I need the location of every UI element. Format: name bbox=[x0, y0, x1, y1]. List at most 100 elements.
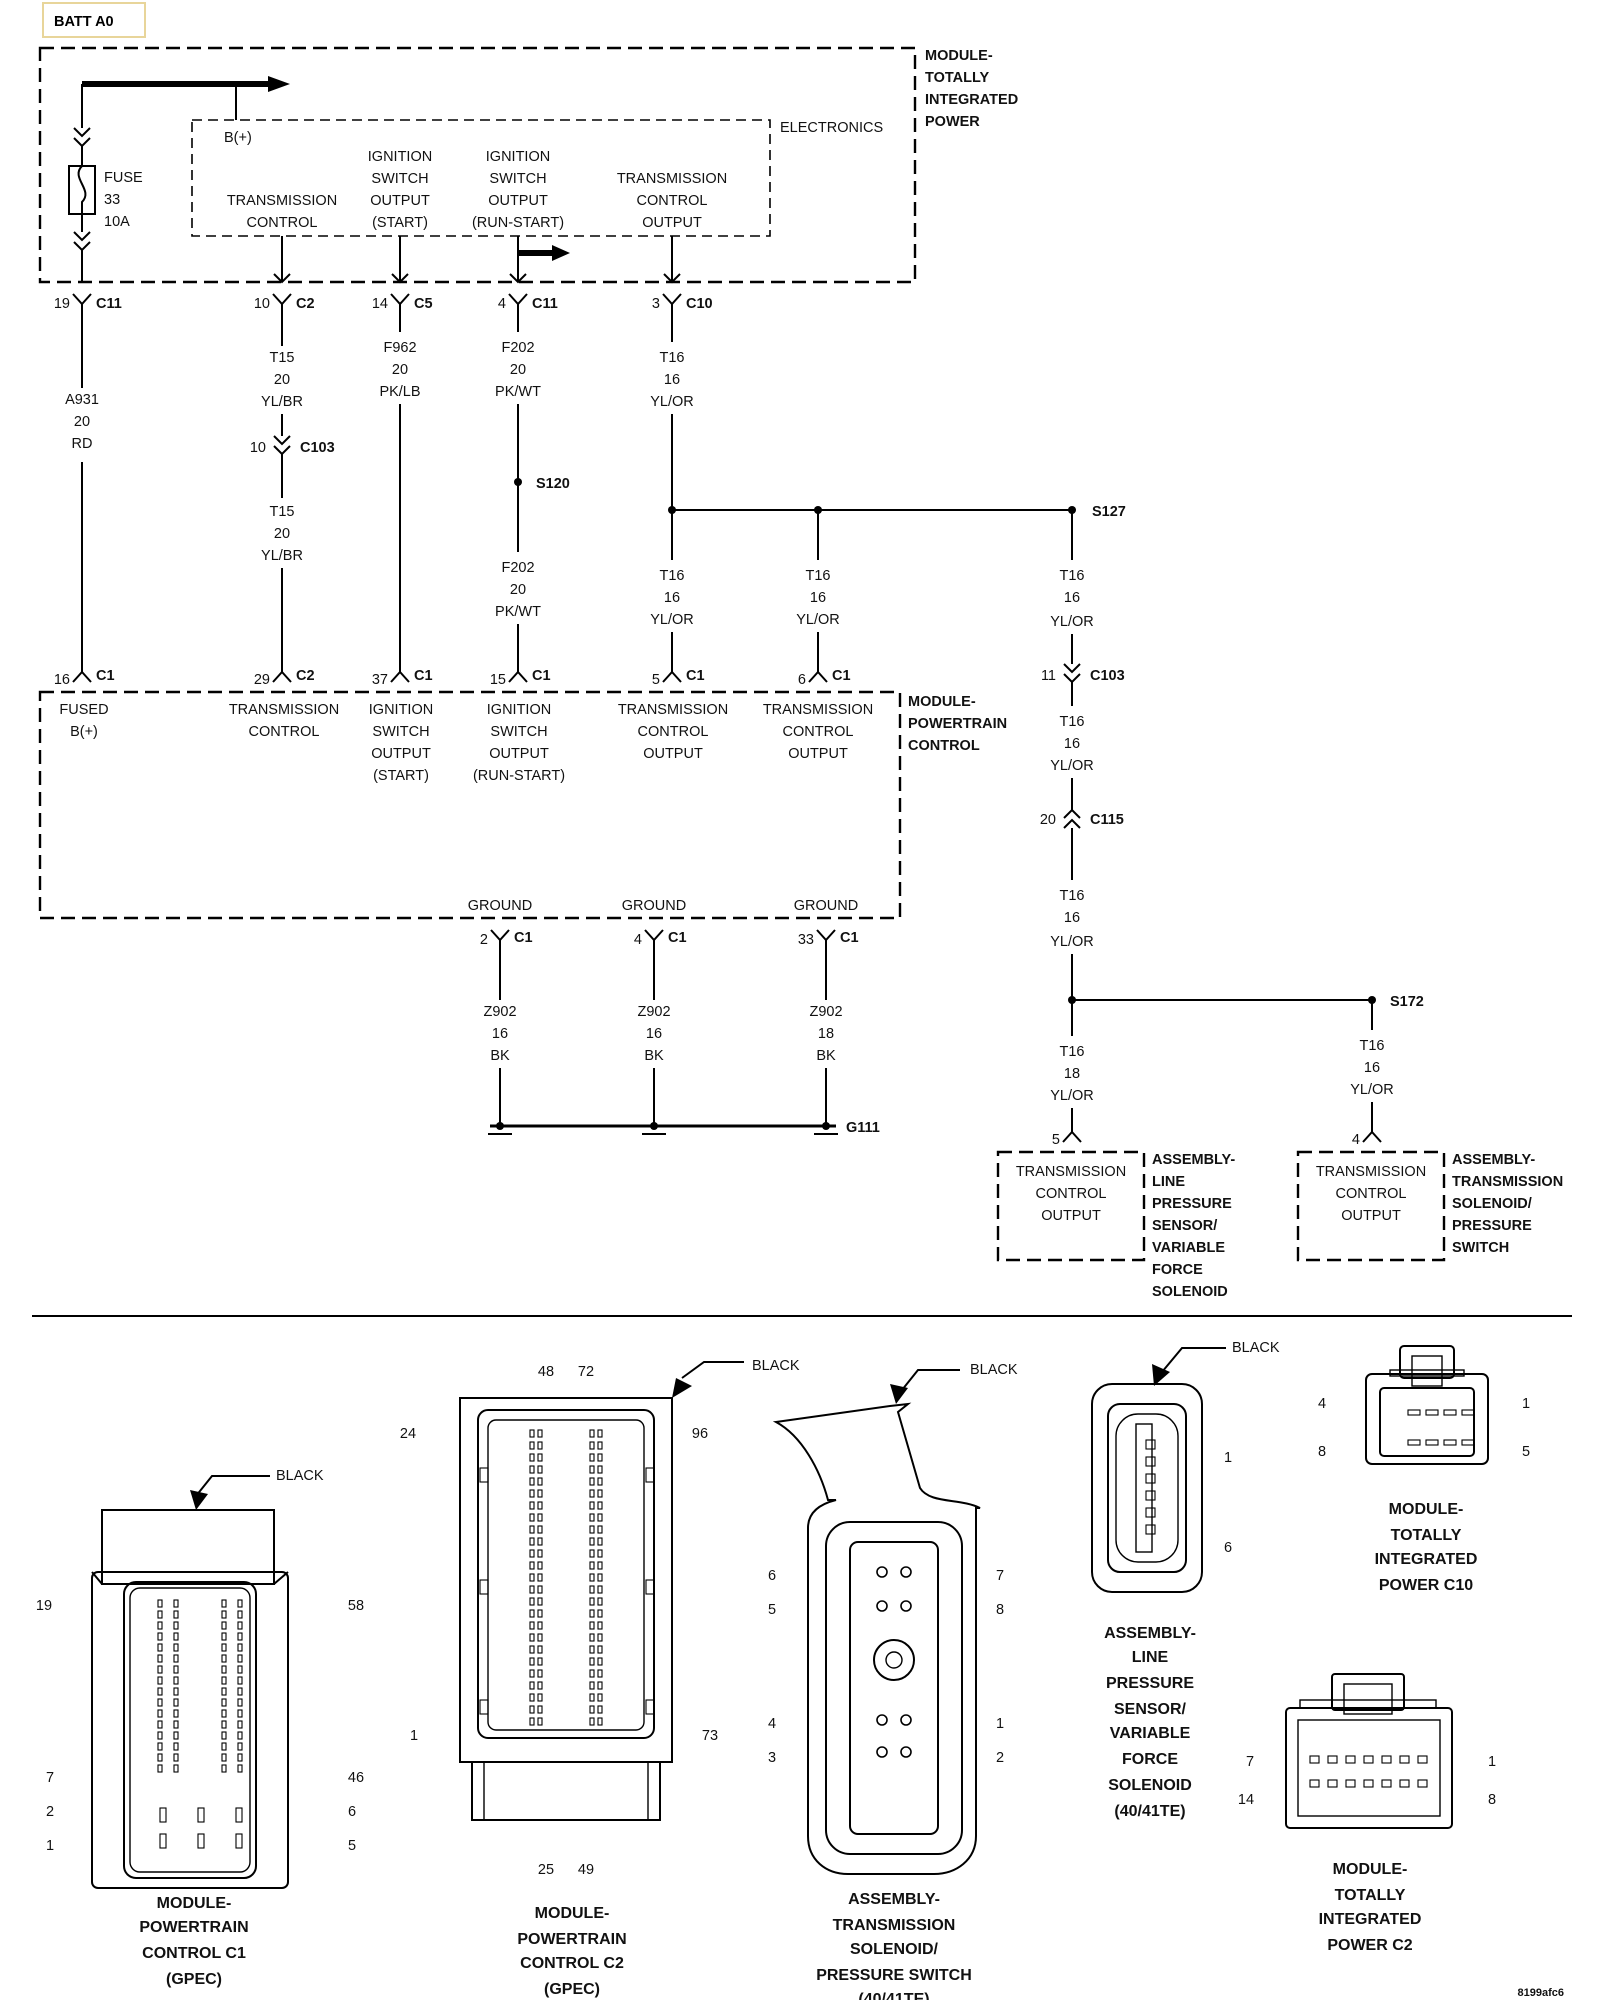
svg-text:49: 49 bbox=[578, 1862, 594, 1878]
pin-cavity bbox=[589, 1705, 595, 1714]
svg-text:YL/OR: YL/OR bbox=[1050, 1088, 1094, 1104]
svg-text:POWER C2: POWER C2 bbox=[1327, 1937, 1412, 1954]
pin-cavity bbox=[537, 1525, 543, 1534]
svg-text:Z902: Z902 bbox=[809, 1004, 842, 1020]
sensor-pin-5: 5 bbox=[1052, 1130, 1082, 1148]
svg-text:5: 5 bbox=[1052, 1132, 1060, 1148]
wire-label-z902-c: Z902 18 BK bbox=[809, 1004, 842, 1064]
pin-cavity bbox=[1145, 1490, 1156, 1501]
svg-text:16: 16 bbox=[646, 1026, 662, 1042]
pin-cavity bbox=[157, 1654, 163, 1663]
pcm-block-ign-run-start: IGNITION SWITCH OUTPUT (RUN-START) bbox=[473, 702, 565, 784]
pin-cavity bbox=[479, 1699, 489, 1715]
pin-cavity bbox=[589, 1561, 595, 1570]
svg-text:33: 33 bbox=[798, 932, 814, 948]
svg-text:C2: C2 bbox=[296, 668, 315, 684]
bplus-label: B(+) bbox=[224, 130, 252, 146]
svg-text:IGNITION: IGNITION bbox=[487, 702, 551, 718]
pin-cavity bbox=[876, 1566, 888, 1578]
pin-cavity bbox=[237, 1610, 243, 1619]
pin-cavity bbox=[237, 1753, 243, 1762]
svg-text:ASSEMBLY-: ASSEMBLY- bbox=[1452, 1152, 1535, 1168]
svg-text:16: 16 bbox=[664, 372, 680, 388]
pin-cavity bbox=[597, 1537, 603, 1546]
svg-text:C1: C1 bbox=[514, 930, 533, 946]
svg-text:IGNITION: IGNITION bbox=[368, 149, 432, 165]
svg-text:FUSE: FUSE bbox=[104, 170, 143, 186]
pin-cavity bbox=[237, 1676, 243, 1685]
svg-text:C1: C1 bbox=[532, 668, 551, 684]
pin-arrow-icon bbox=[391, 273, 409, 284]
svg-text:16: 16 bbox=[810, 590, 826, 606]
pin-cavity bbox=[1145, 1473, 1156, 1484]
connector-view-tipm-c2: 7 1 14 8 MODULE- TOTALLY INTEGRATED POWE… bbox=[1238, 1673, 1496, 1954]
wire-label-t16-g: T16 18 YL/OR bbox=[1050, 1044, 1094, 1104]
pin-cavity bbox=[1363, 1779, 1374, 1788]
svg-text:C1: C1 bbox=[840, 930, 859, 946]
pin-cavity bbox=[589, 1477, 595, 1486]
pin-cavity bbox=[1417, 1755, 1428, 1764]
svg-text:7: 7 bbox=[46, 1770, 54, 1786]
pin-cavity bbox=[237, 1742, 243, 1751]
svg-text:YL/OR: YL/OR bbox=[1050, 758, 1094, 774]
pin-cavity bbox=[529, 1561, 535, 1570]
pin-cavity bbox=[645, 1467, 655, 1483]
svg-text:CONTROL: CONTROL bbox=[1036, 1186, 1107, 1202]
svg-text:10A: 10A bbox=[104, 214, 130, 230]
wire-label-z902-a: Z902 16 BK bbox=[483, 1004, 516, 1064]
pin-cavity bbox=[173, 1643, 179, 1652]
ground-g111: G111 bbox=[846, 1120, 880, 1136]
pin-cavity bbox=[1145, 1507, 1156, 1518]
svg-text:OUTPUT: OUTPUT bbox=[643, 746, 703, 762]
splice-s172: S172 bbox=[1390, 994, 1424, 1010]
pin-cavity bbox=[479, 1579, 489, 1595]
svg-text:Z902: Z902 bbox=[637, 1004, 670, 1020]
svg-text:C11: C11 bbox=[532, 296, 558, 312]
connector-view-pcm-c1: BLACK 19 58 7 46 2 6 1 5 MODULE- POWERTR… bbox=[36, 1468, 364, 1988]
svg-text:OUTPUT: OUTPUT bbox=[1341, 1208, 1401, 1224]
svg-text:OUTPUT: OUTPUT bbox=[642, 215, 702, 231]
pin-cavity bbox=[237, 1698, 243, 1707]
pin-cavity bbox=[197, 1807, 205, 1823]
pin-cavity bbox=[1407, 1409, 1421, 1416]
svg-text:FUSED: FUSED bbox=[59, 702, 108, 718]
tipm-block-ign-run-start: IGNITION SWITCH OUTPUT (RUN-START) bbox=[472, 149, 564, 231]
svg-text:19: 19 bbox=[36, 1598, 52, 1614]
pin-cavity bbox=[1309, 1755, 1320, 1764]
svg-text:8: 8 bbox=[996, 1602, 1004, 1618]
pin-cavity bbox=[900, 1746, 912, 1758]
pin-cavity bbox=[173, 1654, 179, 1663]
pin-cavity bbox=[157, 1698, 163, 1707]
svg-text:CONTROL: CONTROL bbox=[908, 738, 980, 754]
pin-cavity bbox=[597, 1633, 603, 1642]
wire-label-t16-h: T16 16 YL/OR bbox=[1350, 1038, 1394, 1098]
svg-text:IGNITION: IGNITION bbox=[486, 149, 550, 165]
pin-cavity bbox=[173, 1731, 179, 1740]
pin-cavity bbox=[537, 1537, 543, 1546]
svg-text:58: 58 bbox=[348, 1598, 364, 1614]
svg-text:PRESSURE: PRESSURE bbox=[1106, 1675, 1194, 1692]
connector-chevron-icon bbox=[73, 231, 91, 252]
svg-text:TRANSMISSION: TRANSMISSION bbox=[1316, 1164, 1426, 1180]
pin-cavity bbox=[173, 1698, 179, 1707]
ground-label: GROUND bbox=[794, 898, 858, 914]
pin-cavity bbox=[589, 1429, 595, 1438]
pin-cavity bbox=[597, 1705, 603, 1714]
svg-text:F962: F962 bbox=[383, 340, 416, 356]
bus-arrow-icon bbox=[552, 245, 570, 261]
svg-text:8: 8 bbox=[1318, 1444, 1326, 1460]
pin-cavity bbox=[157, 1720, 163, 1729]
svg-text:20: 20 bbox=[274, 372, 290, 388]
wire-label-t15-lower: T15 20 YL/BR bbox=[261, 504, 303, 564]
svg-text:7: 7 bbox=[996, 1568, 1004, 1584]
svg-text:14: 14 bbox=[372, 296, 388, 312]
svg-text:16: 16 bbox=[1064, 910, 1080, 926]
pin-cavity bbox=[537, 1501, 543, 1510]
pin-cavity bbox=[237, 1709, 243, 1718]
svg-text:20: 20 bbox=[1040, 812, 1056, 828]
svg-text:F202: F202 bbox=[501, 340, 534, 356]
svg-text:37: 37 bbox=[372, 672, 388, 688]
